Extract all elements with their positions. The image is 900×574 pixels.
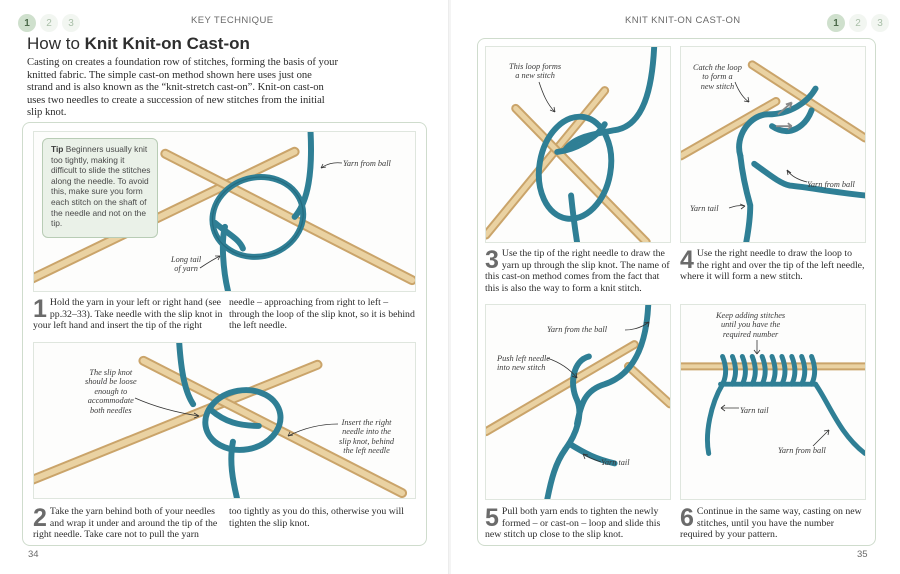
step6-text: Continue in the same way, casting on new… — [680, 506, 862, 541]
step2-text-a: Take the yarn behind both of your needle… — [33, 506, 218, 541]
step6-callout-arrow-1 — [753, 340, 761, 355]
step4-callout-arrow-1 — [734, 81, 750, 103]
step2-photo — [33, 342, 416, 499]
step-nav-1[interactable]: 1 — [827, 14, 845, 32]
step5-number: 5 — [485, 504, 499, 532]
step6-number: 6 — [680, 504, 694, 532]
step2-callout-arrow-2 — [287, 423, 339, 437]
step-nav-2[interactable]: 2 — [40, 14, 58, 32]
step6-callout-keep-adding: Keep adding stitches until you have the … — [716, 311, 786, 339]
step4-photo — [680, 46, 866, 243]
step5-photo — [485, 304, 671, 500]
step1-callout-arrow-2 — [199, 255, 221, 269]
book-gutter — [448, 0, 452, 574]
step3-photo — [485, 46, 671, 243]
step5-callout-arrow-2 — [546, 357, 578, 379]
step3-number: 3 — [485, 246, 499, 274]
step4-callout-yarn-from-ball: Yarn from ball — [807, 180, 855, 189]
step6-photo — [680, 304, 866, 500]
step1-text-a: Hold the yarn in your left or right hand… — [33, 297, 223, 332]
step-navigation-right: 1 2 3 — [827, 14, 889, 32]
step-nav-3[interactable]: 3 — [871, 14, 889, 32]
step-nav-1[interactable]: 1 — [18, 14, 36, 32]
step2-number: 2 — [33, 504, 47, 532]
step4-callout-yarn-tail: Yarn tail — [690, 204, 719, 213]
tip-box: Tip Beginners usually knit too tightly, … — [42, 138, 158, 238]
step-navigation-left: 1 2 3 — [18, 14, 80, 32]
right-page: KNIT KNIT-ON CAST-ON 1 2 3 This loop for… — [451, 0, 900, 574]
step5-callout-push-left: Push left needle into new stitch — [497, 354, 550, 373]
step3-callout-arrow — [538, 81, 556, 113]
step-nav-2[interactable]: 2 — [849, 14, 867, 32]
page-title-prefix: How to — [27, 34, 85, 53]
step1-text-b: needle – approaching from right to left … — [229, 297, 415, 332]
step6-callout-arrow-2 — [720, 404, 739, 412]
step3-callout-loop-forms: This loop forms a new stitch — [509, 62, 562, 81]
step6-callout-yarn-tail: Yarn tail — [740, 406, 769, 415]
step5-callout-yarn-tail: Yarn tail — [601, 458, 630, 467]
page-title-bold: Knit Knit-on Cast-on — [84, 34, 250, 53]
running-head-right: KNIT KNIT-ON CAST-ON — [625, 15, 741, 26]
tip-text: Beginners usually knit too tightly, maki… — [51, 144, 151, 229]
step2-callout-insert-right-needle: Insert the right needle into the slip kn… — [339, 418, 395, 456]
step6-callout-yarn-from-ball: Yarn from ball — [778, 446, 826, 455]
step2-text-b: too tightly as you do this, otherwise yo… — [229, 506, 404, 529]
step-nav-3[interactable]: 3 — [62, 14, 80, 32]
step4-callout-arrow-2 — [786, 169, 808, 183]
step4-number: 4 — [680, 246, 694, 274]
step1-callout-long-tail: Long tail of yarn — [171, 255, 202, 274]
page-number-left: 34 — [28, 549, 39, 560]
page-number-right: 35 — [857, 549, 868, 560]
step5-text: Pull both yarn ends to tighten the newly… — [485, 506, 661, 541]
step4-callout-catch-loop: Catch the loop to form a new stitch — [693, 63, 742, 91]
step1-callout-yarn-from-ball: Yarn from ball — [343, 159, 391, 168]
page-title: How to Knit Knit-on Cast-on — [27, 34, 250, 54]
step6-callout-arrow-3 — [812, 429, 830, 447]
intro-paragraph: Casting on creates a foundation row of s… — [27, 57, 338, 119]
step4-text: Use the right needle to draw the loop to… — [680, 248, 865, 283]
step5-callout-yarn-from-ball: Yarn from the ball — [547, 325, 608, 334]
step2-callout-slip-knot-loose: The slip knot should be loose enough to … — [85, 368, 137, 415]
step1-number: 1 — [33, 295, 47, 323]
running-head-left: KEY TECHNIQUE — [191, 15, 274, 26]
step5-callout-arrow-1 — [624, 321, 650, 331]
left-page: 1 2 3 KEY TECHNIQUE How to Knit Knit-on … — [0, 0, 449, 574]
step3-text: Use the tip of the right needle to draw … — [485, 248, 670, 294]
tip-label: Tip — [51, 144, 64, 154]
step1-callout-arrow-1 — [320, 162, 343, 169]
step5-callout-arrow-3 — [582, 453, 602, 463]
step2-callout-arrow-1 — [134, 397, 200, 419]
step4-callout-arrow-3 — [728, 203, 746, 210]
